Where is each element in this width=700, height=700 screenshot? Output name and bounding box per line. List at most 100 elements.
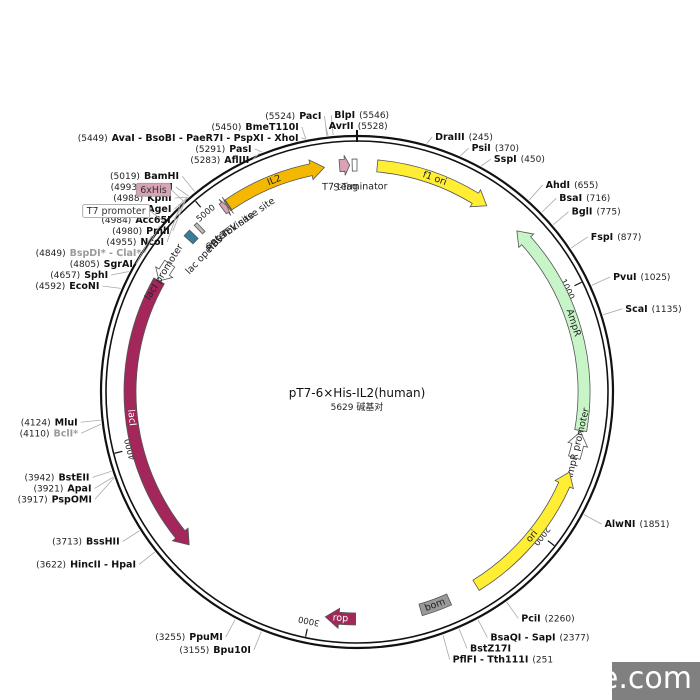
site-label: PvuI(1025) bbox=[613, 272, 670, 283]
site-position: (775) bbox=[596, 208, 620, 218]
site-name: PspOMI bbox=[52, 494, 92, 505]
site-name: AlwNI bbox=[605, 519, 636, 530]
feature-label-ampr: AmpR bbox=[564, 308, 583, 339]
site-leader-line bbox=[80, 419, 101, 423]
site-name: BglI bbox=[572, 207, 593, 218]
site-label: DraIII (245) bbox=[435, 132, 493, 143]
site-leader-line bbox=[252, 152, 261, 161]
bp-tick bbox=[305, 628, 308, 637]
site-name: Acc65I bbox=[135, 215, 170, 226]
site-name: SphI bbox=[84, 270, 108, 281]
feature-enterokinase-site bbox=[221, 196, 234, 214]
site-leader-line bbox=[330, 115, 334, 136]
site-leader-line bbox=[94, 476, 114, 489]
site-position: (655) bbox=[574, 181, 598, 191]
site-position: (4124) bbox=[21, 418, 51, 428]
site-label: BstEII(3942) bbox=[25, 472, 90, 483]
site-position: (4984) bbox=[101, 216, 131, 226]
site-name: PasI bbox=[229, 144, 251, 155]
site-position: (370) bbox=[495, 144, 519, 154]
site-name: PacI bbox=[299, 111, 321, 122]
site-leader-line bbox=[477, 619, 488, 638]
bp-tick-label: 5000 bbox=[195, 203, 218, 225]
feature-tev-site bbox=[218, 198, 232, 216]
feature-rop bbox=[324, 607, 357, 630]
site-position: (1851) bbox=[639, 520, 669, 530]
site-leader-line bbox=[172, 198, 187, 232]
site-label: PpuMI(3255) bbox=[155, 632, 222, 643]
site-name: AgeI bbox=[147, 204, 171, 215]
site-leader-line bbox=[102, 285, 121, 289]
site-leader-line bbox=[135, 235, 153, 265]
site-name: BmeT110I bbox=[245, 122, 298, 133]
site-label: PspOMI(3917) bbox=[18, 494, 92, 505]
site-leader-line bbox=[111, 271, 129, 276]
site-name: EcoNI bbox=[69, 281, 99, 292]
site-label: PacI (5524) bbox=[265, 111, 321, 122]
site-name: DraIII bbox=[435, 132, 465, 143]
box-label: T7 promoter bbox=[86, 206, 146, 217]
site-label: BmeT110I(5450) bbox=[211, 122, 298, 133]
site-leader-line bbox=[166, 203, 182, 243]
site-leader-line bbox=[138, 551, 155, 565]
site-label: Acc65I (4984) bbox=[101, 215, 170, 226]
feature-ampr-promoter bbox=[567, 431, 589, 460]
site-label: BglI(775) bbox=[572, 207, 621, 218]
site-position: (251 bbox=[532, 656, 553, 666]
site-leader-line bbox=[541, 197, 557, 213]
plasmid-title: pT7-6×His-IL2(human) bbox=[289, 386, 426, 400]
site-label: PmlI(4980) bbox=[112, 226, 170, 237]
site-leader-line bbox=[94, 477, 115, 500]
site-name: Bpu10I bbox=[213, 645, 251, 656]
site-label: AlwNI(1851) bbox=[605, 519, 670, 530]
feature-s-tag bbox=[338, 155, 351, 176]
site-name: SspI bbox=[494, 154, 517, 165]
site-position: (877) bbox=[617, 233, 641, 243]
feature-label-laci: lacI bbox=[125, 409, 138, 427]
site-label: BsaI(716) bbox=[559, 193, 610, 204]
site-leader-line bbox=[122, 530, 140, 542]
site-leader-line bbox=[175, 186, 190, 197]
site-name: BstEII bbox=[58, 472, 89, 483]
site-position: (5283) bbox=[190, 156, 220, 166]
site-position: (4657) bbox=[50, 271, 80, 281]
site-name: BstZ17I bbox=[470, 644, 511, 655]
site-position: (4955) bbox=[106, 238, 136, 248]
site-position: (1135) bbox=[652, 305, 682, 315]
site-name: ApaI bbox=[67, 483, 91, 494]
site-leader-line bbox=[426, 136, 433, 144]
site-label: EcoNI(4592) bbox=[35, 281, 99, 292]
site-leader-line bbox=[301, 137, 306, 140]
feature-rbs bbox=[193, 222, 206, 235]
site-position: (5524) bbox=[265, 112, 295, 122]
site-position: (245) bbox=[469, 133, 493, 143]
site-label: PciI(2260) bbox=[521, 613, 574, 624]
bp-tick bbox=[574, 281, 582, 287]
site-position: (4110) bbox=[20, 429, 50, 439]
site-label: BclI*(4110) bbox=[20, 428, 79, 439]
site-name: NcoI bbox=[140, 237, 164, 248]
site-label: SspI (450) bbox=[494, 154, 545, 165]
site-label: BamHI(5019) bbox=[110, 171, 179, 182]
site-name: BsaQI - SapI bbox=[490, 633, 555, 644]
site-leader-line bbox=[591, 276, 611, 286]
bp-tick bbox=[547, 540, 555, 547]
site-name: HincII - HpaI bbox=[70, 560, 136, 571]
site-position: (450) bbox=[521, 155, 545, 165]
feature-laci-promoter bbox=[155, 259, 176, 282]
feature-label-il2: IL2 bbox=[266, 173, 283, 188]
site-leader-line bbox=[553, 211, 569, 225]
site-label: KpnI(4988) bbox=[113, 193, 171, 204]
site-leader-line bbox=[570, 236, 588, 249]
feature-label-rop: rop bbox=[332, 612, 348, 624]
site-name: PmlI bbox=[146, 226, 170, 237]
feature-ampr bbox=[516, 230, 591, 432]
box-t7-promoter: T7 promoter bbox=[82, 204, 164, 222]
feature-lac-operator bbox=[183, 229, 199, 245]
site-label: BlpI(5546) bbox=[334, 110, 389, 121]
site-label: SphI (4657) bbox=[50, 270, 108, 281]
feature-label-ampr-promoter: AmpR promoter bbox=[564, 407, 592, 483]
site-label: NcoI (4955) bbox=[106, 237, 164, 248]
map-center: pT7-6×His-IL2(human) 5629 碱基对 bbox=[289, 386, 426, 413]
site-position: (4805) bbox=[70, 260, 100, 270]
